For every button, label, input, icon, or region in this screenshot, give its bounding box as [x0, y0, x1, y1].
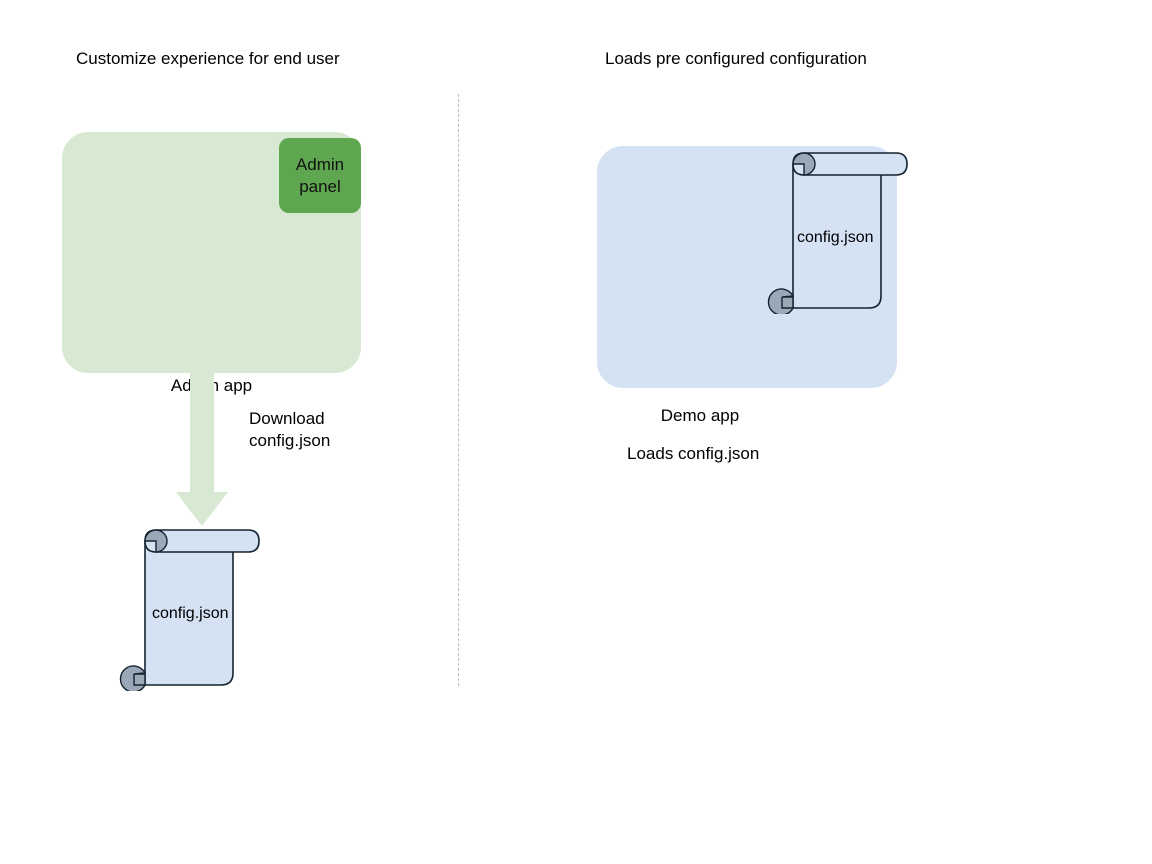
- admin-panel-label-line2: panel: [299, 176, 341, 196]
- document-curl-bottom: [119, 665, 147, 693]
- document-bottom-edge: [781, 297, 793, 309]
- heading-right: Loads pre configured configuration: [605, 49, 867, 68]
- admin-panel-chip[interactable]: Admin panel: [279, 138, 361, 213]
- document-curl-top: [792, 152, 816, 176]
- admin-panel-label-line1: Admin: [295, 154, 345, 174]
- download-arrow-label-line2: config.json: [249, 431, 331, 450]
- config-json-label-left: config.json: [152, 605, 229, 622]
- document-body: [792, 163, 882, 309]
- document-curl-bottom: [767, 288, 795, 316]
- config-json-document-right[interactable]: [766, 150, 914, 316]
- download-arrow-label-line1: Download: [249, 409, 325, 428]
- arrow-shape: [176, 370, 228, 526]
- config-json-document-left[interactable]: [118, 527, 266, 693]
- download-arrow: [170, 370, 234, 528]
- document-bottom-edge: [133, 674, 145, 686]
- document-body: [144, 540, 234, 686]
- demo-app-label: Demo app: [660, 406, 740, 425]
- loads-config-caption: Loads config.json: [627, 444, 760, 463]
- document-curl-top: [144, 529, 168, 553]
- heading-left: Customize experience for end user: [76, 49, 340, 68]
- config-json-label-right: config.json: [797, 229, 874, 246]
- download-arrow-label: Download config.json: [249, 408, 330, 452]
- section-divider: [458, 94, 459, 686]
